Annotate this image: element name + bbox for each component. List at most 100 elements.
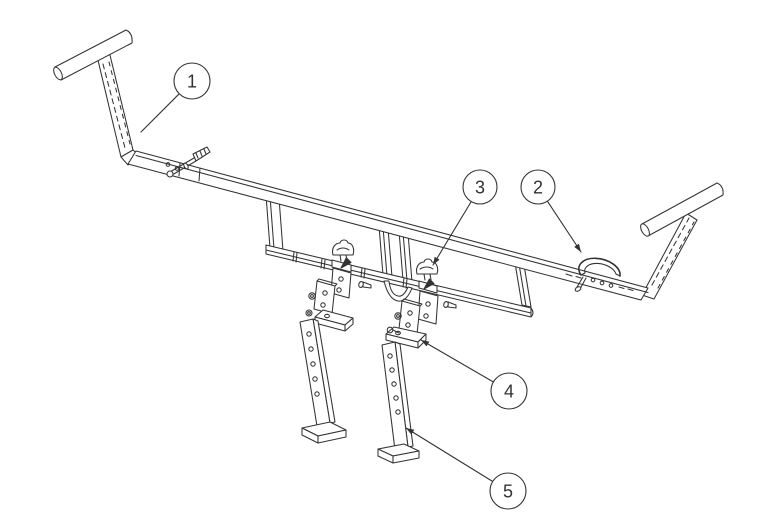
right-screw-head <box>443 301 449 308</box>
right-screw-shaft-2 <box>392 329 400 334</box>
frame-lower-rail-edge <box>265 249 532 314</box>
bar-hole-right-3 <box>608 283 614 288</box>
rail-collar-3 <box>360 267 366 279</box>
lock-pin-shaft <box>169 157 197 176</box>
frame-mid-post-1-edge <box>382 226 388 277</box>
left-nut-1-center <box>310 294 314 298</box>
right-nut-1 <box>394 312 402 320</box>
rail-end-cap <box>530 307 534 318</box>
callout-3-leader <box>432 201 472 266</box>
left-grip-end-cap <box>53 66 63 81</box>
callout-2-label: 2 <box>533 178 543 198</box>
right-clamp-plate <box>417 290 439 325</box>
callout-1-leader <box>140 93 180 133</box>
callout-2-arrowhead <box>574 243 581 252</box>
clamp-ring-inner <box>584 262 617 275</box>
right-tube-holes-dashed <box>651 217 690 286</box>
callout-5-balloon <box>489 472 527 510</box>
bar-sleeve-tick-1 <box>178 162 181 177</box>
callout-4: 4 <box>420 339 528 410</box>
bar-hole-right-2 <box>599 280 605 286</box>
left-nut-2 <box>305 309 313 317</box>
right-nut-1-center <box>396 314 400 318</box>
lock-pin-washer <box>183 162 189 170</box>
left-screw-head <box>358 281 364 288</box>
right-leg-hole-3 <box>391 381 397 387</box>
clamp-ring-screw-head <box>574 286 582 292</box>
left-leg-hole-2 <box>308 346 314 352</box>
right-leg-hole-5 <box>395 409 401 415</box>
left-clamp <box>330 239 355 299</box>
callout-5-arrowhead <box>406 428 415 435</box>
callout-4-label: 4 <box>504 382 514 402</box>
right-grip-end-cap <box>640 223 650 237</box>
left-bracket-plate <box>313 280 336 315</box>
v-hook <box>383 280 413 302</box>
drawing-root: 1 3 2 4 <box>53 29 724 510</box>
left-tube-holes-dashed <box>102 63 126 149</box>
right-leg <box>377 341 420 464</box>
main-crossbar <box>127 150 649 301</box>
callout-1-balloon <box>173 62 211 100</box>
bar-sleeve-tick-2 <box>198 167 201 182</box>
left-leg-hole-1 <box>306 331 312 337</box>
right-leg-hole-1 <box>387 353 393 359</box>
left-mount-bracket <box>305 278 372 332</box>
left-clamp-hole-2 <box>336 287 342 293</box>
rail-collar-1 <box>292 251 298 263</box>
right-leg-hole-4 <box>393 395 399 401</box>
right-assembly-arrow <box>423 278 435 290</box>
right-handle-tube <box>641 212 698 300</box>
left-screw-shaft <box>362 281 372 289</box>
callout-3-label: 3 <box>475 178 485 198</box>
rail-collar-2 <box>320 258 326 270</box>
right-handle-grip-group <box>640 182 724 237</box>
callout-1-label: 1 <box>187 72 197 92</box>
left-leg <box>299 318 347 444</box>
clamp-ring <box>574 257 621 292</box>
right-clamp-hole-2 <box>423 313 429 319</box>
right-leg-hole-2 <box>389 367 395 373</box>
left-bracket-hole-2 <box>320 302 326 308</box>
left-knob-detail <box>336 247 350 251</box>
right-tube-holes-dashed-2 <box>657 221 695 289</box>
right-clamp <box>416 258 439 325</box>
right-bracket-hole-1 <box>407 310 413 316</box>
left-foot-hole <box>324 313 330 319</box>
callout-4-arrowhead <box>421 340 430 347</box>
frame-left-drop-edge <box>269 195 275 250</box>
lock-pin-knurl-hatch <box>195 148 207 159</box>
left-handle-assembly <box>53 29 141 166</box>
right-bracket-hole-2 <box>405 322 411 328</box>
callout-4-leader <box>420 339 494 383</box>
right-handle-assembly <box>641 212 698 300</box>
left-bracket-foot-side <box>344 317 354 332</box>
bar-dash-marks <box>565 273 634 292</box>
right-knob-detail <box>419 266 434 270</box>
callout-2-balloon <box>520 169 556 205</box>
left-assembly-arrow <box>340 257 352 269</box>
callout-3: 3 <box>432 169 498 266</box>
clamp-ring-ends <box>580 272 621 277</box>
bar-hole-left-1 <box>165 162 171 167</box>
right-knob-stud <box>423 273 432 281</box>
callout-5-label: 5 <box>503 482 513 502</box>
left-leg-hole-3 <box>310 361 316 367</box>
right-screw-shaft <box>447 301 457 309</box>
callouts: 1 3 2 4 <box>140 62 582 510</box>
callout-3-arrowhead <box>433 256 440 265</box>
left-leg-hole-5 <box>314 391 320 397</box>
clamp-ring-outer <box>578 257 621 277</box>
rail-collar-4 <box>402 277 408 289</box>
lock-pin-ball <box>166 170 174 178</box>
bar-hole-right-1 <box>590 277 596 283</box>
right-foot-hole <box>395 330 401 336</box>
callout-2-leader <box>546 200 582 253</box>
callout-3-balloon <box>462 169 498 205</box>
left-bracket-hole-1 <box>322 290 328 296</box>
lock-pin <box>166 146 211 178</box>
callout-5: 5 <box>405 427 527 510</box>
left-leg-foot-side <box>317 429 347 444</box>
left-clamp-hole-1 <box>338 276 344 282</box>
